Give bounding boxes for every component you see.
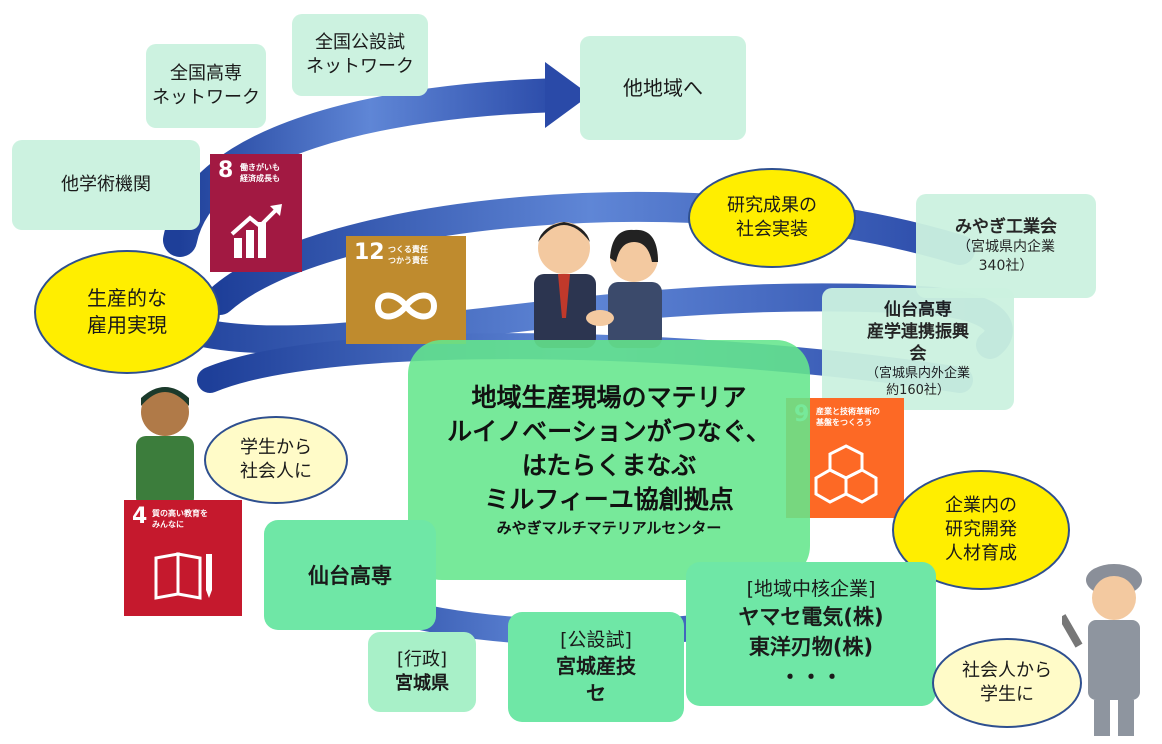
koseshi-network-text: 全国公設試 ネットワーク	[306, 32, 414, 77]
infinity-icon	[374, 292, 438, 320]
admin-tag: [行政]	[396, 649, 448, 670]
worker-illustration	[1062, 564, 1142, 736]
student-illustration	[136, 387, 194, 508]
book-pencil-icon	[154, 552, 212, 600]
sdg-8-label: 働きがいも 経済成長も	[240, 163, 280, 183]
sendai-kosen-box: 仙台高専	[264, 520, 436, 630]
productive-employment-text: 生産的な 雇用実現	[87, 286, 167, 337]
worker-to-student-text: 社会人から 学生に	[962, 660, 1052, 705]
worker-to-student-oval: 社会人から 学生に	[932, 638, 1082, 728]
in-company-rd-text: 企業内の 研究開発 人材育成	[945, 495, 1017, 564]
center-hub-box: 地域生産現場のマテリア ルイノベーションがつなぐ、 はたらくまなぶ ミルフィーユ…	[408, 340, 810, 580]
sendai-sangaku-title: 仙台高専 産学連携振興 会	[867, 300, 969, 364]
koseshi-network-box: 全国公設試 ネットワーク	[292, 14, 428, 96]
productive-employment-oval: 生産的な 雇用実現	[34, 250, 220, 374]
cubes-icon	[814, 444, 878, 504]
other-academic-box: 他学術機関	[12, 140, 200, 230]
other-academic-text: 他学術機関	[61, 174, 151, 195]
miyagi-kogyokai-title: みやぎ工業会	[955, 217, 1057, 237]
sdg-goal-8-icon: 8 働きがいも 経済成長も	[210, 154, 302, 272]
other-regions-box: 他地域へ	[580, 36, 746, 140]
admin-body: 宮城県	[395, 673, 449, 694]
admin-box: [行政] 宮城県	[368, 632, 476, 712]
sendai-sangaku-sub: （宮城県内外企業 約160社）	[865, 366, 970, 398]
koseshi-box: [公設試] 宮城産技 セ	[508, 612, 684, 722]
sdg-12-label: つくる責任 つかう責任	[388, 245, 428, 265]
regional-core-body: ヤマセ電気(株) 東洋刃物(株) ・・・	[738, 605, 884, 689]
regional-core-box: [地域中核企業] ヤマセ電気(株) 東洋刃物(株) ・・・	[686, 562, 936, 706]
student-to-worker-oval: 学生から 社会人に	[204, 416, 348, 504]
sdg-goal-4-icon: 4 質の高い教育を みんなに	[124, 500, 242, 616]
sdg-goal-12-icon: 12 つくる責任 つかう責任	[346, 236, 466, 344]
research-impl-oval: 研究成果の 社会実装	[688, 168, 856, 268]
other-regions-text: 他地域へ	[623, 75, 703, 100]
student-to-worker-text: 学生から 社会人に	[240, 437, 312, 482]
sdg-8-number: 8	[218, 158, 234, 183]
sdg-9-label: 産業と技術革新の 基盤をつくろう	[816, 407, 880, 427]
sendai-sangaku-box: 仙台高専 産学連携振興 会 （宮城県内外企業 約160社）	[822, 288, 1014, 410]
research-impl-text: 研究成果の 社会実装	[727, 195, 817, 240]
koseshi-tag: [公設試]	[560, 628, 632, 651]
sdg-4-label: 質の高い教育を みんなに	[152, 509, 208, 529]
top-arrowhead	[545, 62, 590, 128]
growth-chart-icon	[230, 204, 282, 258]
handshake-illustration	[534, 222, 662, 348]
center-subtitle-text: みやぎマルチマテリアルセンター	[496, 519, 722, 537]
regional-core-tag: [地域中核企業]	[746, 578, 876, 600]
sdg-4-number: 4	[132, 504, 148, 529]
center-title-text: 地域生産現場のマテリア ルイノベーションがつなぐ、 はたらくまなぶ ミルフィーユ…	[447, 383, 771, 514]
kosen-network-text: 全国高専 ネットワーク	[152, 63, 260, 108]
sdg-12-number: 12	[354, 240, 385, 265]
sendai-kosen-text: 仙台高専	[308, 564, 392, 588]
koseshi-body: 宮城産技 セ	[556, 653, 636, 705]
miyagi-kogyokai-box: みやぎ工業会 （宮城県内企業 340社）	[916, 194, 1096, 298]
miyagi-kogyokai-sub: （宮城県内企業 340社）	[957, 239, 1055, 274]
kosen-network-box: 全国高専 ネットワーク	[146, 44, 266, 128]
